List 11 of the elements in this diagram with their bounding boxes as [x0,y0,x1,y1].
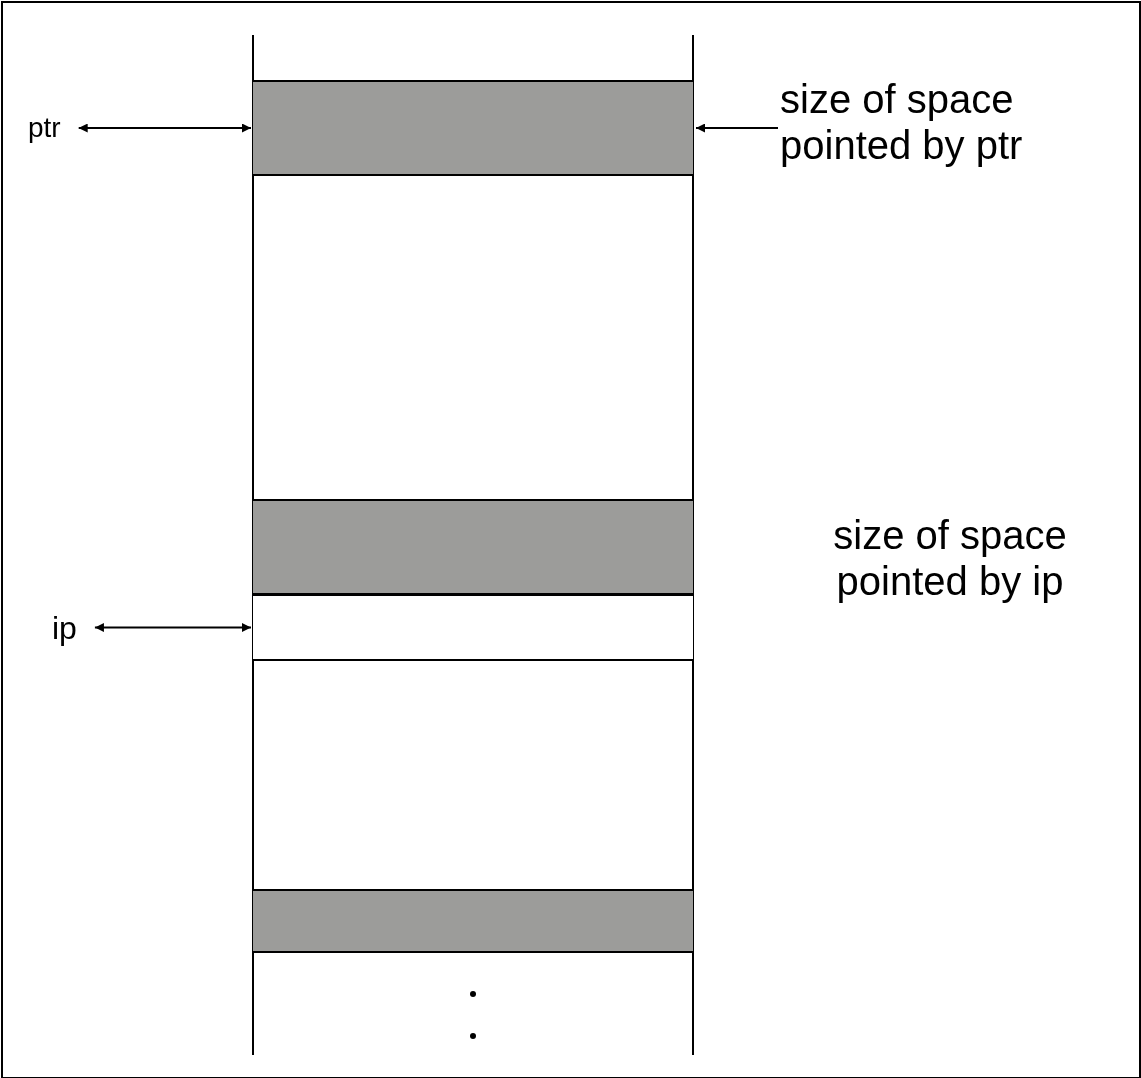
memory-block [253,499,693,595]
arrow [695,123,779,133]
memory-block [253,594,693,661]
arrow [93,623,252,632]
pointer-label: ip [52,610,77,647]
arrow [77,123,252,133]
size-note: size of space pointed by ip [832,512,1068,604]
pointer-label: ptr [28,112,61,145]
memory-block [253,889,693,953]
memory-block [253,80,693,176]
pointer-label: size of space pointed by ptr [780,76,1120,168]
